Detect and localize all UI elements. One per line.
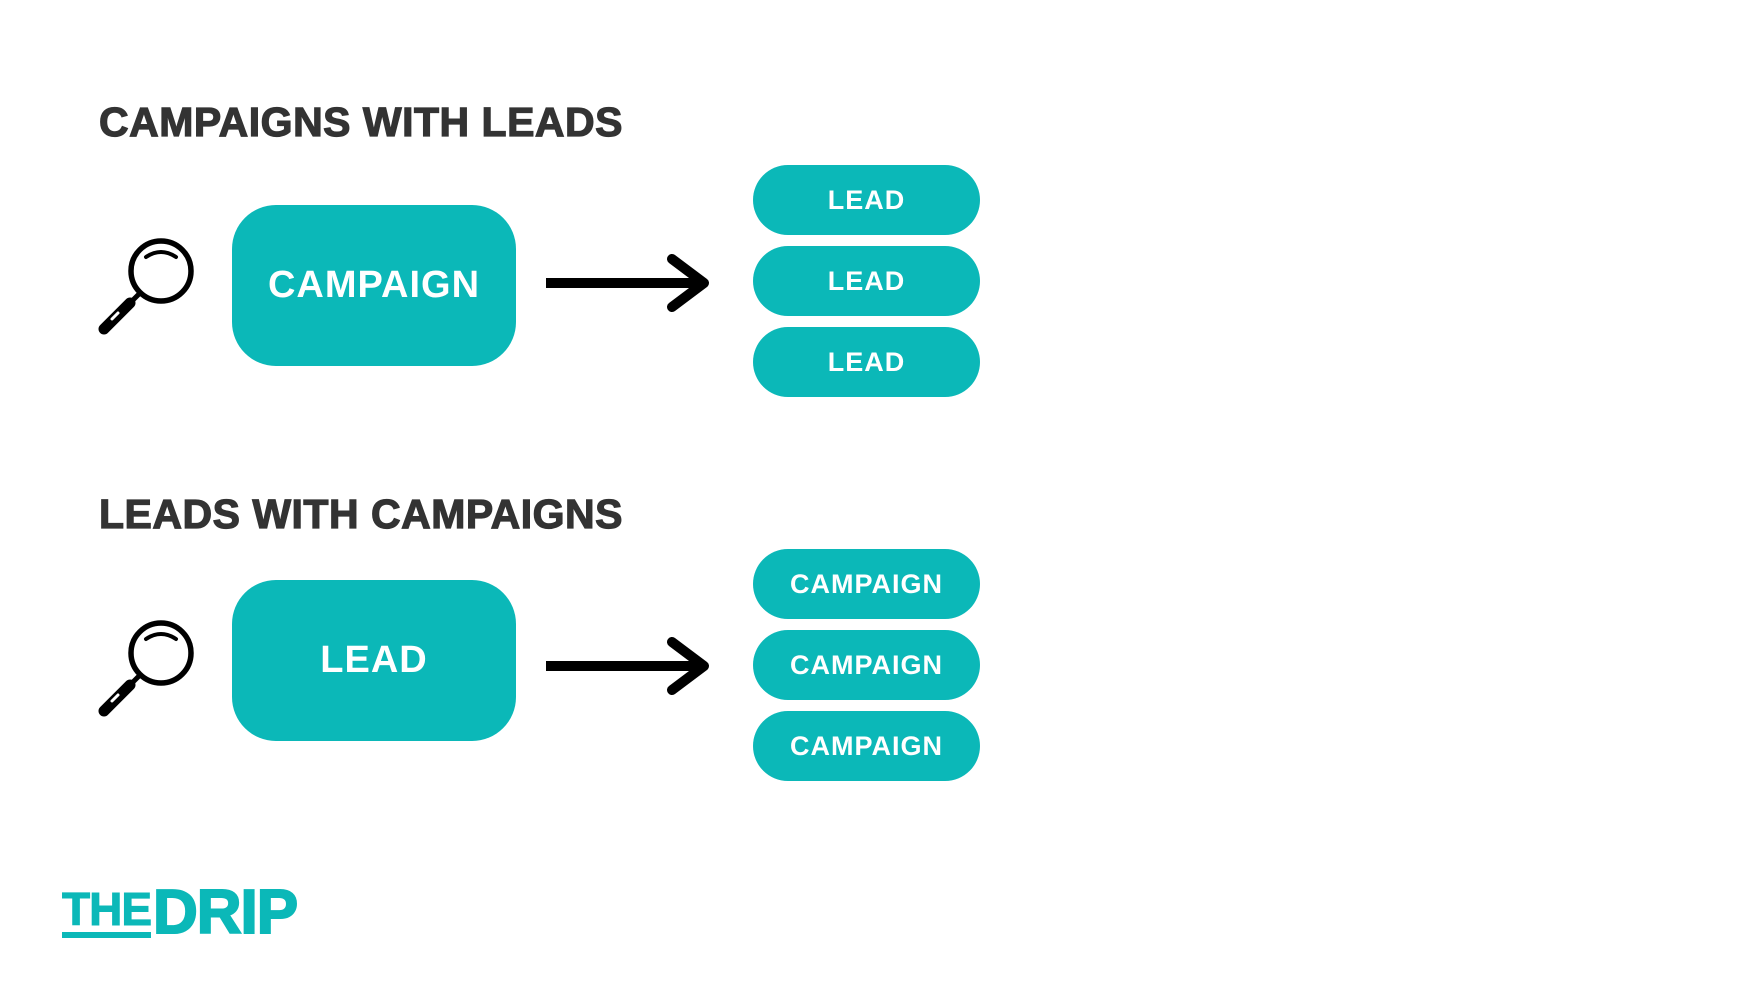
arrow-right-icon <box>546 253 712 313</box>
target-pill-lead: LEAD <box>753 165 980 235</box>
logo-part-the: THE <box>62 886 153 938</box>
the-drip-logo: THE DRIP <box>62 878 300 947</box>
section-title-leads-with-campaigns: LEADS WITH CAMPAIGNS <box>98 491 624 537</box>
target-pill-lead: LEAD <box>753 246 980 316</box>
source-box-lead: LEAD <box>232 580 516 741</box>
target-pill-campaign: CAMPAIGN <box>753 711 980 781</box>
target-pill-campaign: CAMPAIGN <box>753 630 980 700</box>
target-pill-campaign: CAMPAIGN <box>753 549 980 619</box>
arrow-right-icon <box>546 636 712 696</box>
target-pill-lead: LEAD <box>753 327 980 397</box>
magnifying-glass-icon <box>96 615 204 723</box>
section-title-campaigns-with-leads: CAMPAIGNS WITH LEADS <box>98 99 624 145</box>
source-box-campaign: CAMPAIGN <box>232 205 516 366</box>
magnifying-glass-icon <box>96 233 204 341</box>
logo-part-drip: DRIP <box>152 878 299 947</box>
